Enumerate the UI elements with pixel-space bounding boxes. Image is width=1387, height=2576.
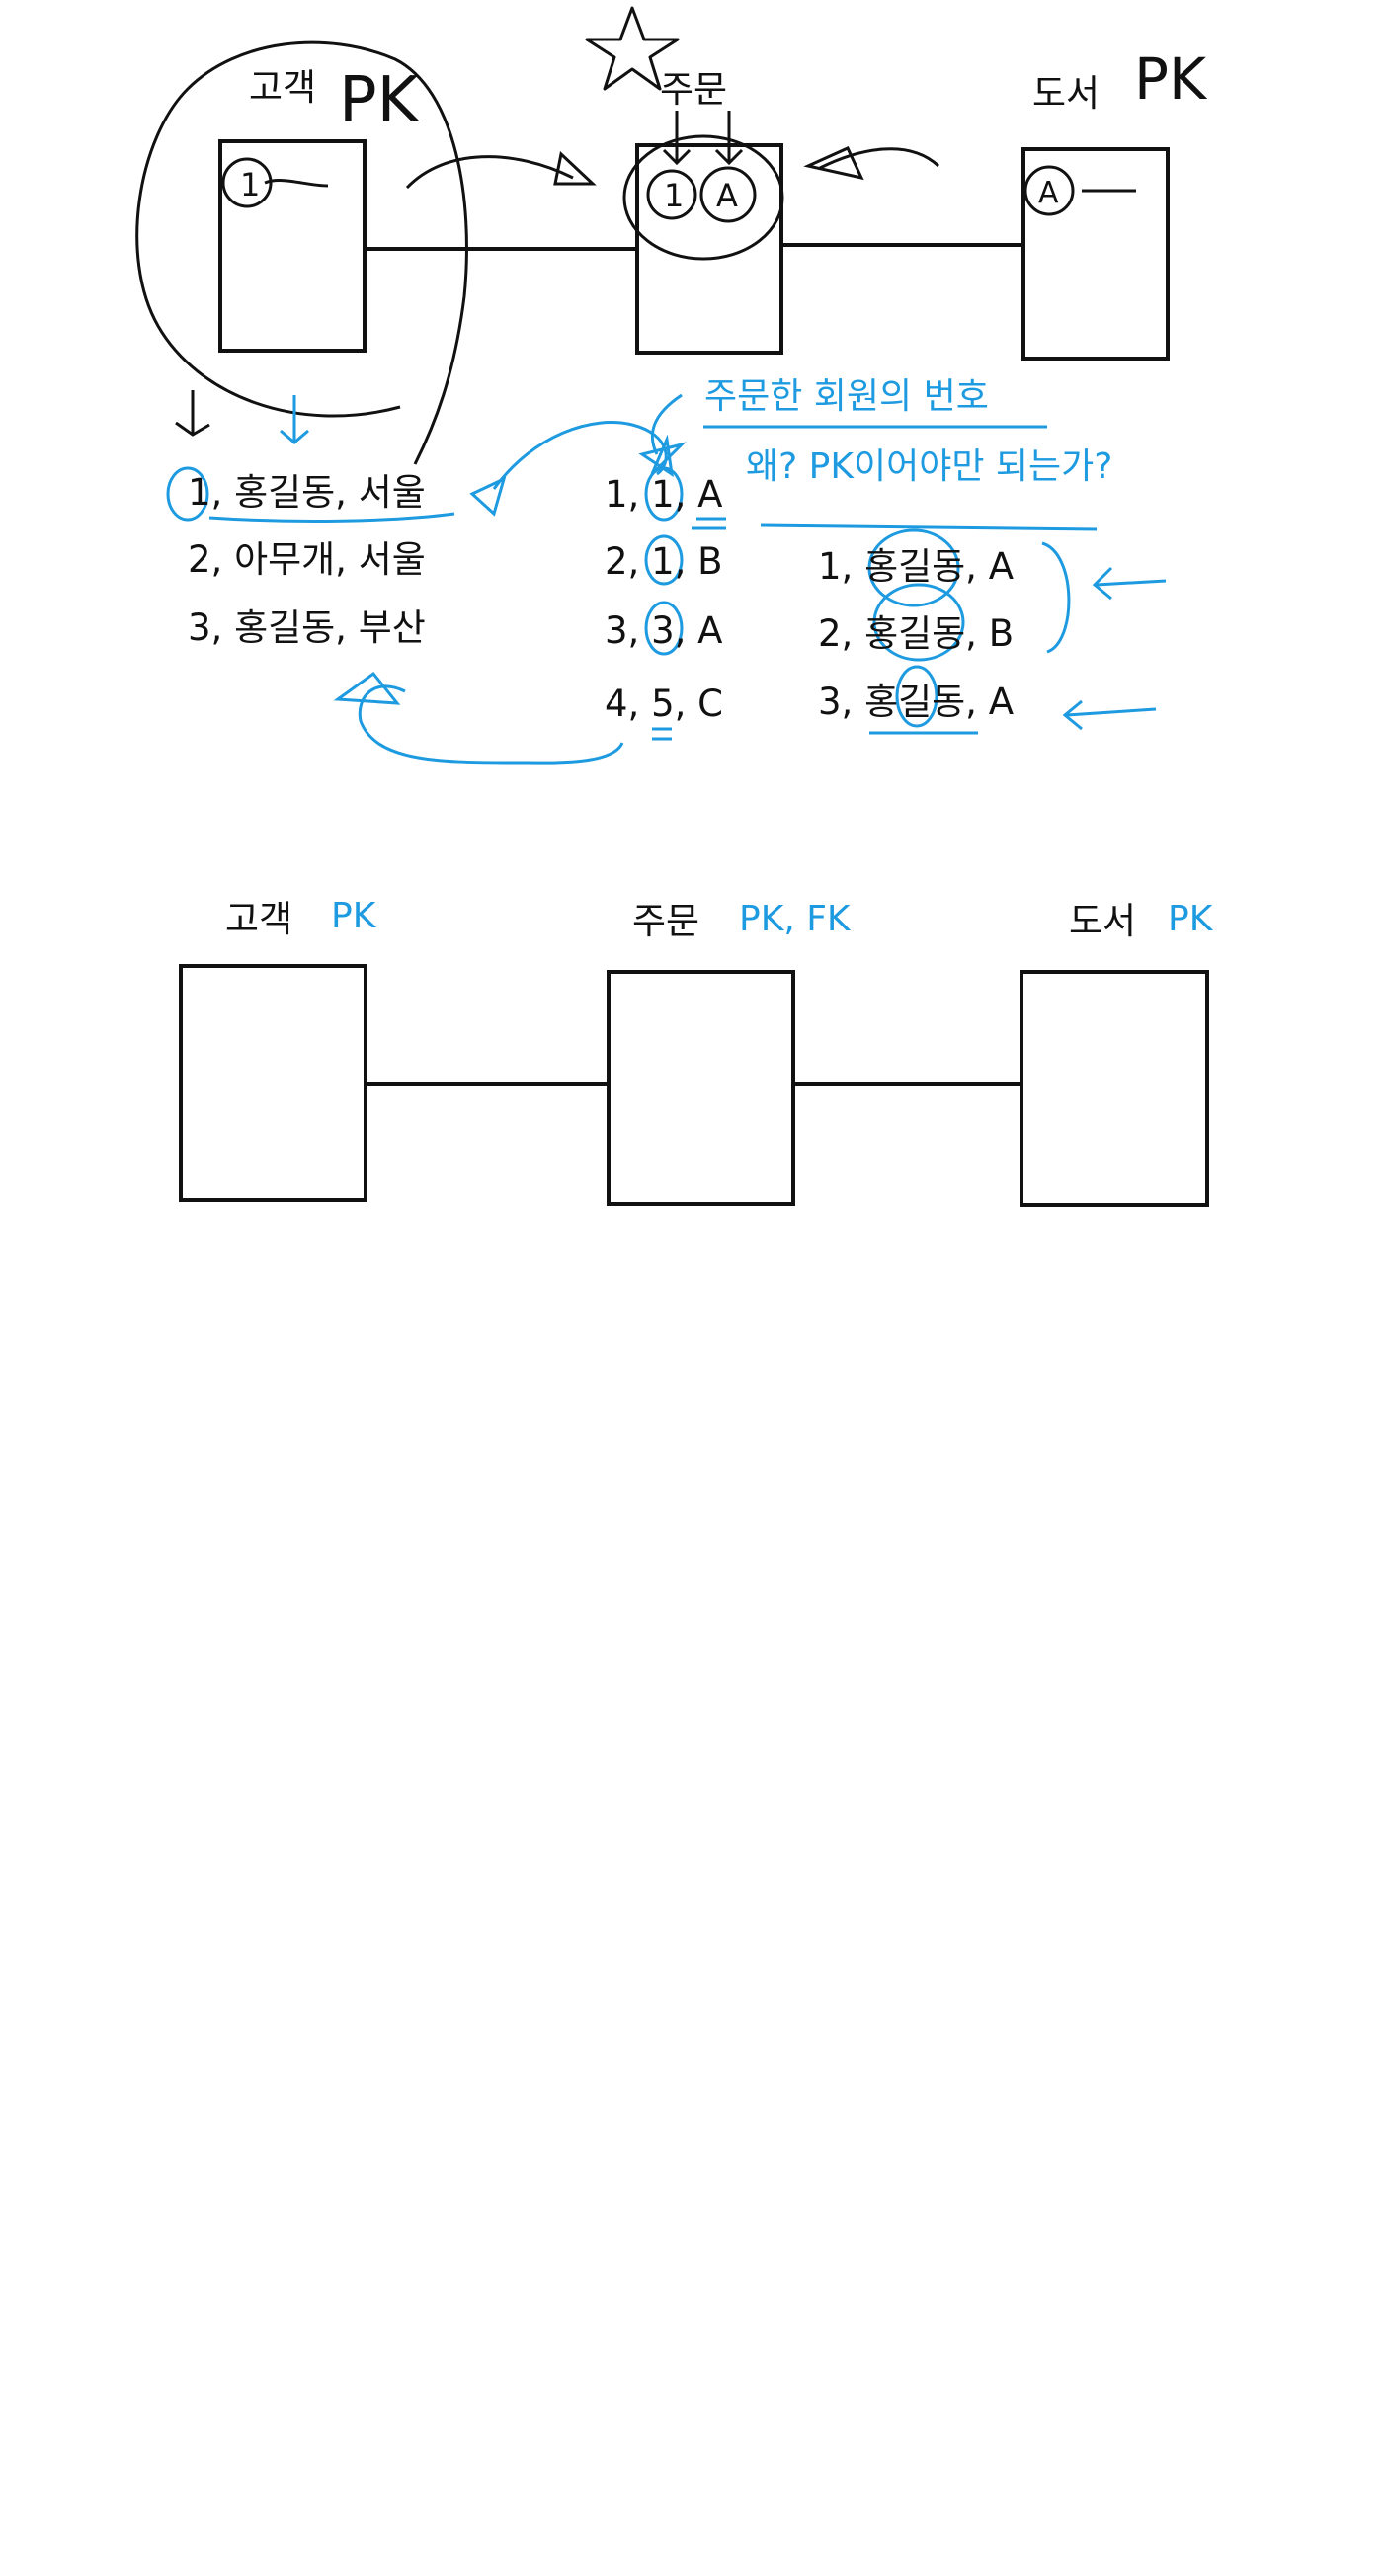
- note-ordering-member-number: 주문한 회원의 번호: [704, 376, 989, 417]
- blue-note2-underline: [760, 523, 1098, 531]
- blue-circle-joined-1: [867, 528, 960, 607]
- customer-to-order-arrow: [405, 155, 574, 190]
- bottom-customer-name: 고객: [225, 898, 293, 940]
- bottom-book-name: 도서: [1069, 900, 1137, 942]
- order-entity-name: 주문: [660, 68, 728, 111]
- blue-arc-order-to-customer: [492, 421, 668, 490]
- customer-row: 2, 아무개, 서울: [188, 538, 426, 581]
- bottom-customer-keys: PK: [331, 896, 376, 936]
- book-key-mark: A: [1038, 176, 1059, 210]
- order-row: 2, 1, B: [605, 540, 723, 583]
- customer-row: 3, 홍길동, 부산: [188, 606, 426, 649]
- order-key-mark-1: 1: [664, 177, 684, 214]
- bottom-order-name: 주문: [632, 900, 700, 942]
- blue-circle-joined-3: [895, 665, 938, 728]
- joined-row: 2, 홍길동, B: [818, 612, 1015, 655]
- customer-pk-handwritten: PK: [339, 64, 421, 137]
- bottom-customer-box: [179, 964, 367, 1202]
- order-row: 1, 1, A: [605, 473, 723, 516]
- order-row: 3, 3, A: [605, 609, 723, 652]
- blue-circle-joined-2: [872, 583, 965, 662]
- bottom-book-keys: PK: [1168, 899, 1213, 939]
- order-key-circle-1: [646, 169, 697, 220]
- blue-arrowhead-customer: [469, 476, 507, 517]
- bottom-order-keys: PK, FK: [739, 899, 851, 939]
- customer-key-line: [264, 179, 329, 188]
- customer-entity-box: [218, 139, 367, 353]
- down-arrow-mark: [175, 390, 210, 437]
- customer-entity-name: 고객: [249, 66, 317, 109]
- blue-bracket-joined: [1041, 541, 1071, 654]
- bottom-book-box: [1020, 970, 1209, 1207]
- order-key-circle-a: [699, 166, 757, 223]
- order-key-mark-a: A: [716, 177, 738, 214]
- book-key-circle: [1023, 165, 1075, 216]
- blue-bottom-arrowhead: [333, 671, 401, 705]
- customer-key-circle: [221, 157, 273, 208]
- customer-key-mark: 1: [240, 166, 260, 203]
- blue-note-arrow: [650, 393, 683, 455]
- blue-underline-customer-row: [208, 512, 455, 523]
- customer-row: 1, 홍길동, 서울: [188, 471, 426, 514]
- order-row: 4, 5, C: [605, 683, 723, 725]
- joined-row: 3, 홍길동, A: [818, 681, 1015, 723]
- blue-underline-order-5: [652, 727, 672, 741]
- blue-star-mark: [638, 434, 687, 478]
- order-key-arrow-1: [662, 111, 692, 166]
- book-to-order-arrow: [819, 147, 940, 170]
- bottom-order-box: [607, 970, 795, 1206]
- blue-underline-order-a: [692, 517, 726, 530]
- order-keys-scribble: [622, 134, 784, 261]
- customer-scribble-loop: [135, 40, 468, 465]
- blue-circle-customer-1: [166, 466, 209, 522]
- note-why-pk: 왜? PK이어야만 되는가?: [746, 446, 1113, 487]
- customer-to-order-arrowhead: [553, 151, 597, 186]
- blue-arrow-joined-3: [1062, 699, 1157, 731]
- book-entity-name: 도서: [1032, 72, 1101, 115]
- blue-circle-order-row3: [644, 601, 684, 656]
- joined-row: 1, 홍길동, A: [818, 545, 1015, 588]
- blue-circle-order-row2: [644, 534, 684, 586]
- book-to-order-arrowhead: [803, 146, 864, 181]
- book-pk-handwritten: PK: [1134, 45, 1208, 113]
- order-key-arrow-2: [714, 111, 744, 166]
- blue-down-arrow: [280, 395, 309, 444]
- star-mark: [585, 6, 680, 91]
- blue-bottom-arc: [358, 684, 624, 765]
- blue-arrow-joined-1: [1092, 566, 1167, 601]
- book-entity-box: [1021, 147, 1170, 361]
